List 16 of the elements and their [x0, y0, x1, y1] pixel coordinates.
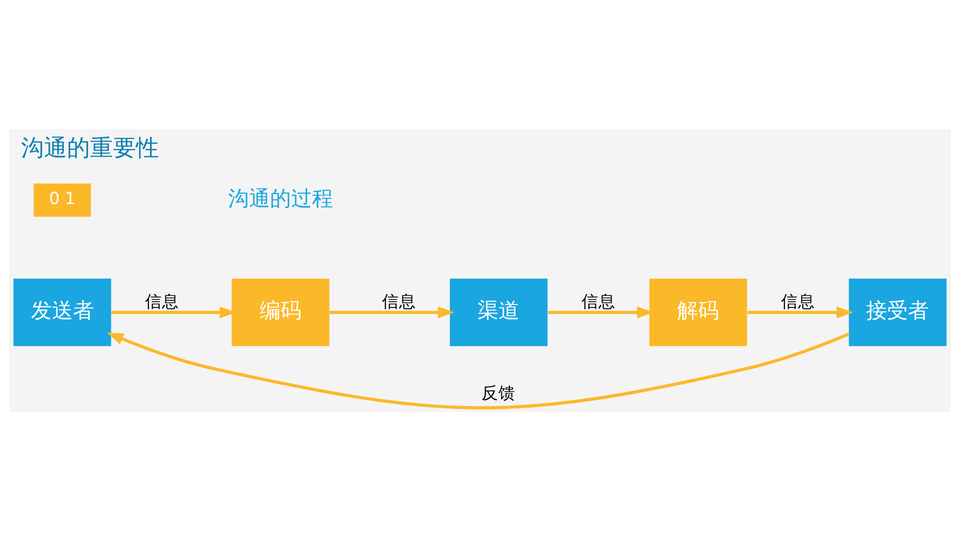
label: 沟通的过程 [228, 186, 333, 210]
arrow [106, 332, 850, 409]
edge-label: 信息 [581, 292, 616, 310]
edge-label: 信息 [382, 292, 416, 310]
edge-label: 反馈 [482, 382, 516, 402]
edge-label: 信息 [780, 292, 815, 310]
diagram-title: 沟通的重要性 [20, 135, 159, 162]
node-box: 编码 [232, 278, 330, 346]
node-box: 发送者 [13, 278, 112, 346]
edge-label: 信息 [145, 292, 180, 310]
node-box: 渠道 [450, 278, 548, 346]
node-box: 解码 [649, 278, 748, 346]
arrow [748, 306, 854, 318]
node-box: 接受者 [848, 278, 947, 346]
arrow [330, 306, 455, 318]
label: 0 1 [49, 188, 76, 208]
